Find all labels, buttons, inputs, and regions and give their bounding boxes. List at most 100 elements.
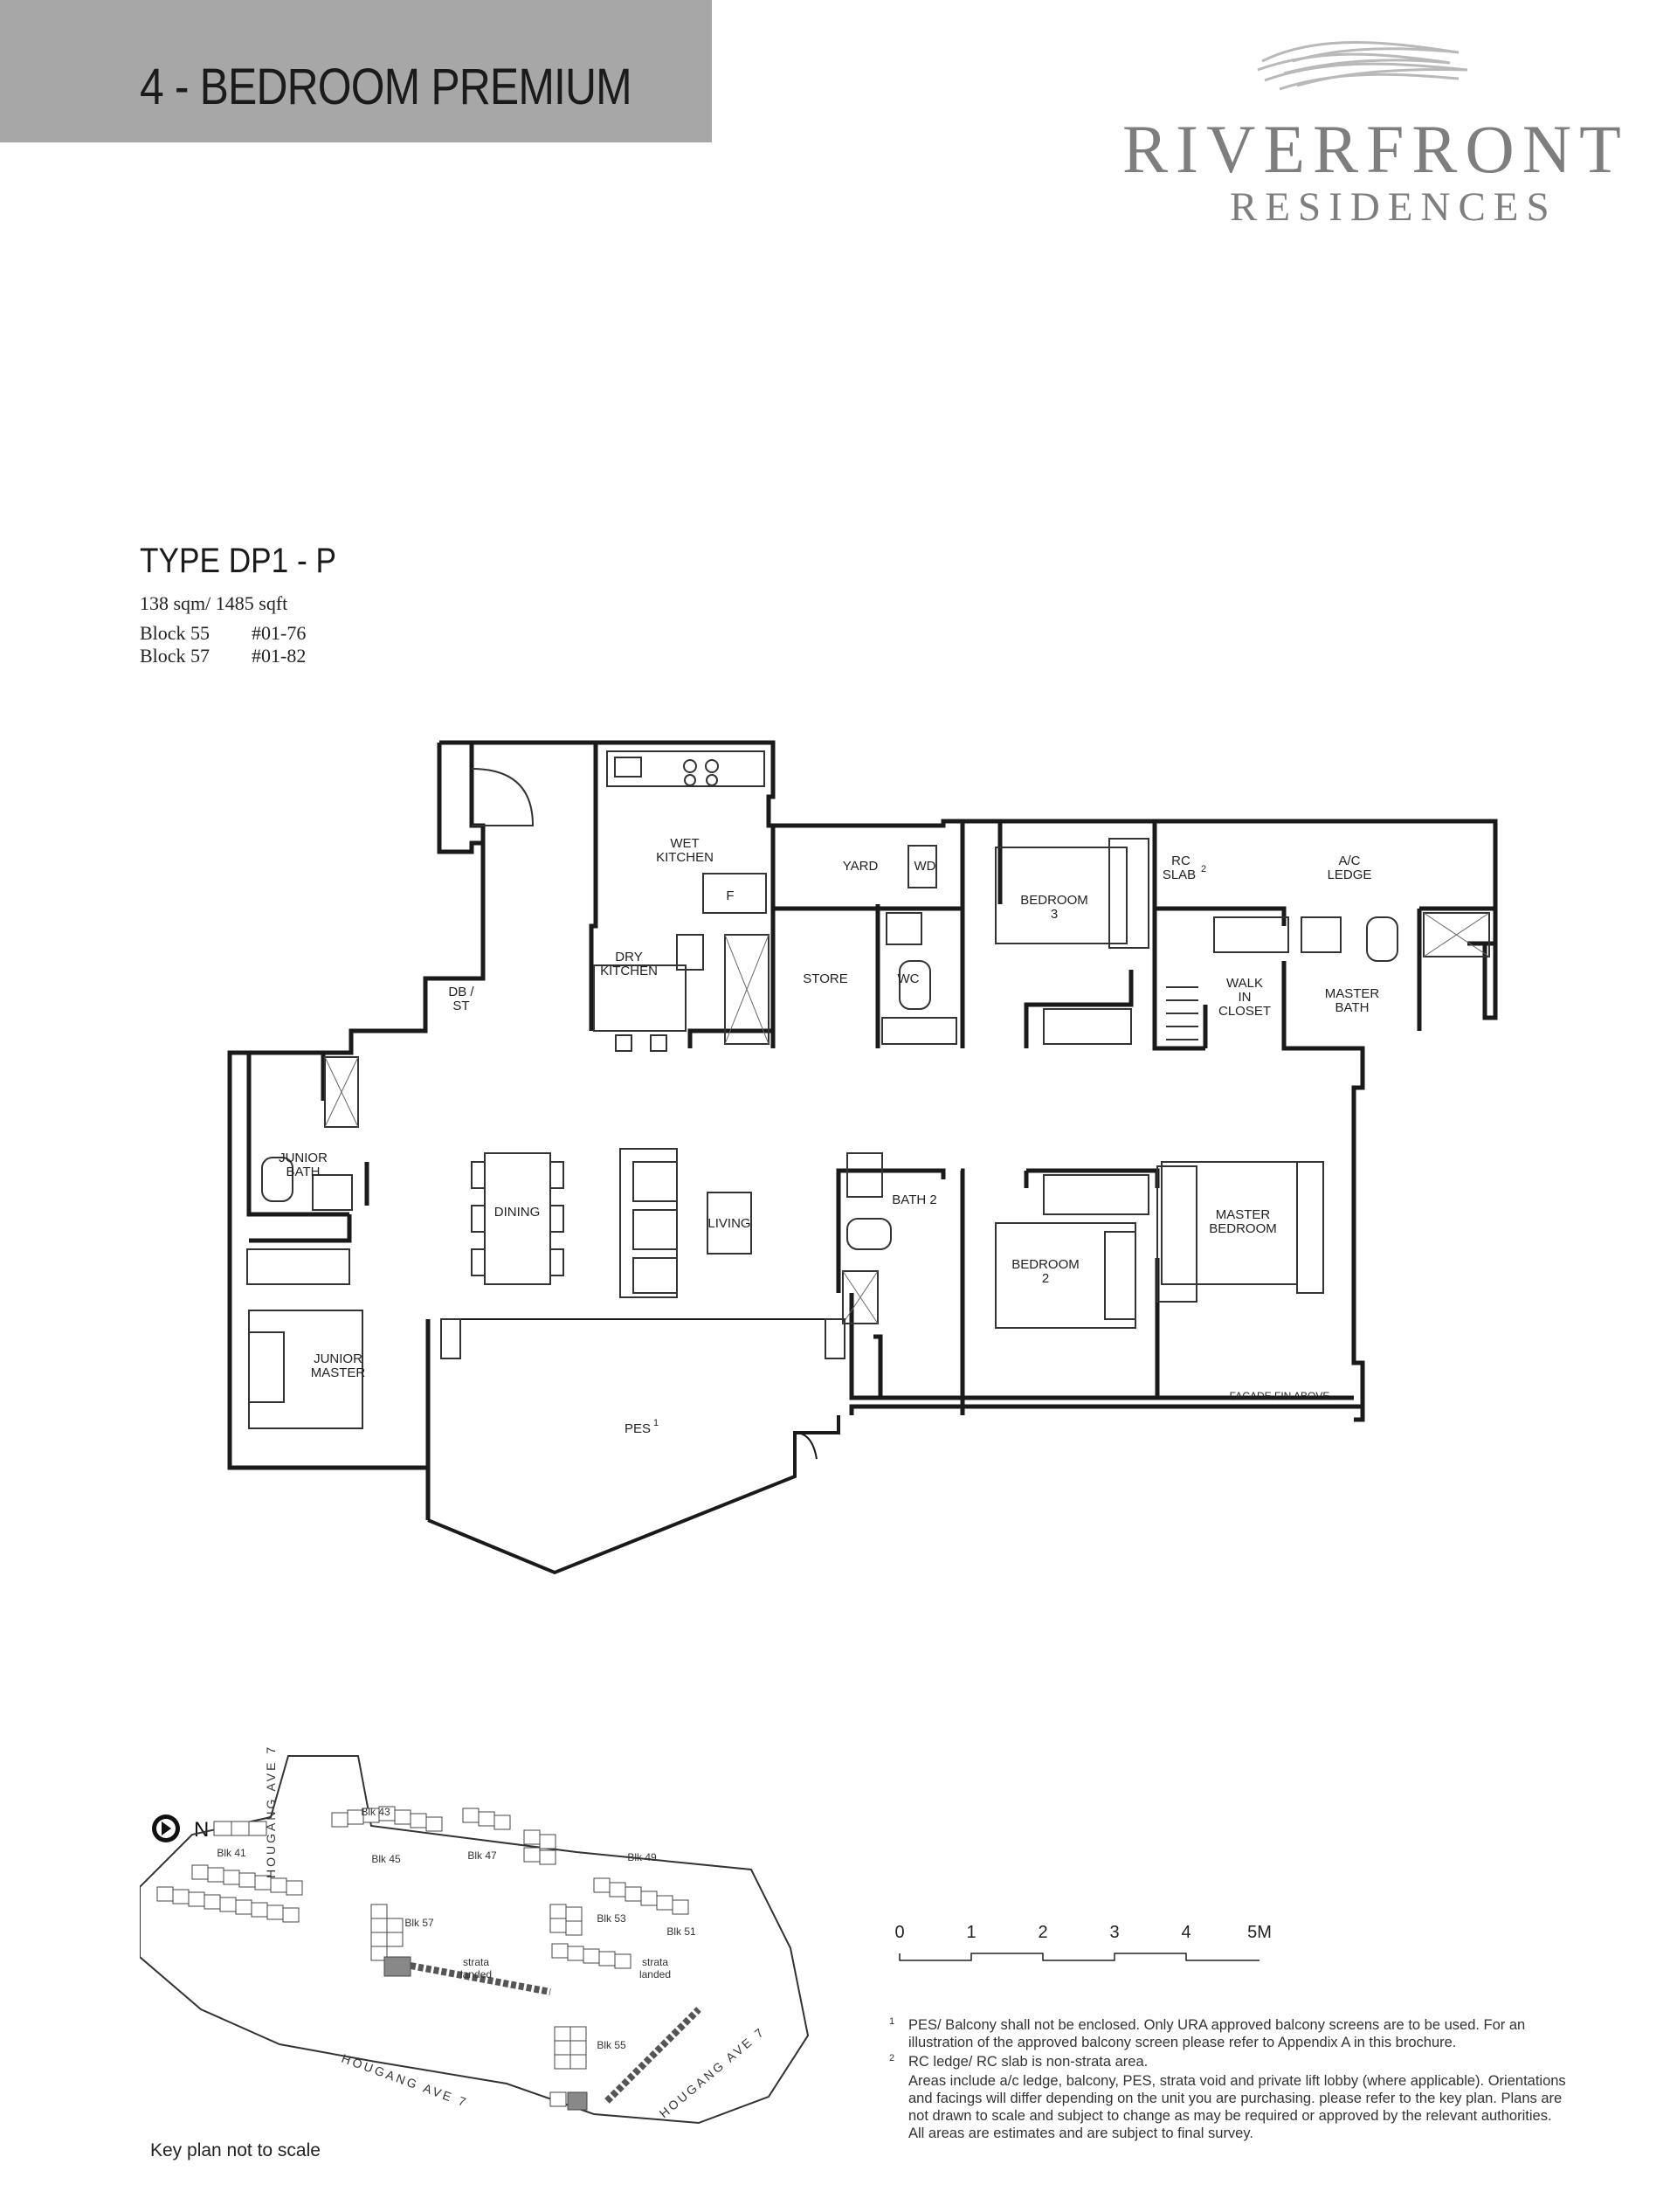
unit-area: 138 sqm/ 1485 sqft — [140, 592, 288, 614]
site-boundary — [140, 1755, 810, 2125]
block-label: Block 55 — [140, 622, 210, 644]
room-label: RC — [1171, 854, 1190, 868]
notes: 1 PES/ Balcony shall not be enclosed. On… — [889, 2016, 1570, 2142]
road-label: HOUGANG AVE 7 — [340, 2051, 470, 2110]
room-label: FACADE FIN ABOVE — [1230, 1390, 1330, 1402]
unit-type-title: TYPE DP1 - P — [140, 542, 336, 580]
room-label: MASTER — [1325, 986, 1380, 1001]
pes-outline — [427, 1415, 840, 1575]
room-label: LEDGE — [1328, 868, 1372, 882]
wc-shower — [881, 1017, 957, 1045]
bed2-side — [1104, 1231, 1136, 1320]
room-label: WC — [898, 971, 920, 986]
room-label: YARD — [843, 859, 879, 874]
landed-label: landed — [639, 1968, 671, 1980]
note-mark: 1 — [889, 2016, 895, 2027]
master-bed-wardrobe — [1156, 1165, 1197, 1303]
bed2-wardrobe — [1043, 1174, 1149, 1215]
bath2-wall — [836, 1168, 946, 1293]
north-label: N — [194, 1818, 209, 1842]
exterior-wall — [439, 740, 1498, 946]
bath2-wall — [849, 1293, 883, 1400]
room-label: WD — [914, 859, 936, 874]
fridge-box — [702, 873, 767, 914]
master-bath-wall — [1281, 961, 1365, 1422]
bed2-bed — [995, 1222, 1136, 1329]
room-label: IN — [1239, 990, 1252, 1005]
block-label: Blk 41 — [217, 1847, 246, 1859]
unit-block-row: Block 57 #01-82 — [140, 645, 306, 667]
junior-master-side — [248, 1331, 285, 1403]
room-label: DRY — [615, 950, 642, 964]
road-label: HOUGANG AVE 7 — [264, 1747, 278, 1878]
room-label: WET — [670, 836, 699, 851]
room-label: WALK — [1226, 976, 1263, 991]
scale-label: 2 — [1038, 1923, 1047, 1942]
room-label: PES — [625, 1421, 651, 1436]
bedroom3-wall — [1024, 970, 1134, 1048]
header-band — [0, 0, 712, 142]
room-label: BATH — [1335, 1000, 1370, 1015]
closet-stairs — [1166, 986, 1198, 1040]
junior-bath-basin — [312, 1174, 353, 1211]
brand-name: RIVERFRONT — [1122, 111, 1629, 187]
block-label: Block 57 — [140, 645, 210, 667]
landed-label: landed — [460, 1968, 492, 1980]
room-label: DB / — [448, 985, 474, 999]
room-label: A/C — [1338, 854, 1360, 868]
room-label: 2 — [1042, 1271, 1049, 1286]
closet-rail — [1213, 916, 1289, 953]
coffee-table — [707, 1192, 752, 1255]
unit-number: #01-76 — [252, 622, 307, 644]
room-label: KITCHEN — [656, 850, 714, 865]
bath2-basin — [846, 1152, 883, 1198]
room-label: BATH — [286, 1165, 321, 1179]
room-label: MASTER — [311, 1365, 366, 1380]
landed-label: strata — [642, 1956, 668, 1968]
north-arrow: N — [152, 1815, 209, 1842]
highlight-unit-57 — [383, 1956, 411, 1977]
room-label: BEDROOM — [1011, 1257, 1080, 1272]
dry-kitchen-sink — [676, 934, 704, 971]
column — [440, 1318, 461, 1359]
unit-block-row: Block 55 #01-76 — [140, 622, 306, 645]
junior-bath-wall — [249, 1214, 352, 1243]
brand-subtitle: RESIDENCES — [1230, 184, 1557, 230]
floor-plan: WET KITCHEN YARD WD BEDROOM 3 RC SLAB 2 … — [227, 740, 1498, 1575]
note-areas: Areas include a/c ledge, balcony, PES, s… — [889, 2072, 1570, 2142]
entry-door — [471, 768, 535, 826]
exterior-wall — [1467, 941, 1498, 1020]
room-label: STORE — [803, 971, 847, 986]
master-bath-toilet — [1366, 916, 1398, 962]
keyplan-note: Key plan not to scale — [150, 2140, 321, 2160]
highlight-unit-55 — [567, 2091, 588, 2111]
junior-bath-shower — [324, 1056, 359, 1128]
room-label: JUNIOR — [279, 1151, 328, 1165]
room-label: BEDROOM — [1209, 1221, 1277, 1236]
balcony-wall — [849, 1404, 1363, 1415]
bed3-wardrobe — [1108, 838, 1149, 949]
note-mark: 2 — [889, 2053, 895, 2063]
junior-bath-toilet — [261, 1157, 293, 1202]
unit-number: #01-82 — [252, 645, 307, 667]
scale-label: 5M — [1247, 1923, 1272, 1942]
sink — [614, 757, 642, 778]
scale-bar: 0 1 2 3 4 5M — [894, 1923, 1272, 1961]
scale-label: 4 — [1181, 1923, 1190, 1942]
hob-burner — [683, 759, 697, 773]
room-label: DINING — [494, 1205, 541, 1220]
scale-label: 3 — [1109, 1923, 1119, 1942]
note-pes: 1 PES/ Balcony shall not be enclosed. On… — [889, 2016, 1570, 2051]
note-rc-slab: 2 RC ledge/ RC slab is non-strata area. — [889, 2053, 1570, 2070]
island-stool — [615, 1034, 632, 1052]
junior-bath-wall — [246, 1053, 349, 1217]
scale-label: 1 — [966, 1923, 976, 1942]
block-label: Blk 49 — [627, 1851, 657, 1863]
block-label: Blk 47 — [467, 1849, 497, 1862]
master-bath-basin — [1301, 916, 1342, 953]
block-label: Blk 55 — [597, 2039, 626, 2051]
kitchen-wall — [589, 743, 598, 1031]
brand-logo-waves — [1257, 41, 1468, 91]
room-label: MASTER — [1216, 1207, 1271, 1222]
room-label: 3 — [1051, 907, 1058, 922]
